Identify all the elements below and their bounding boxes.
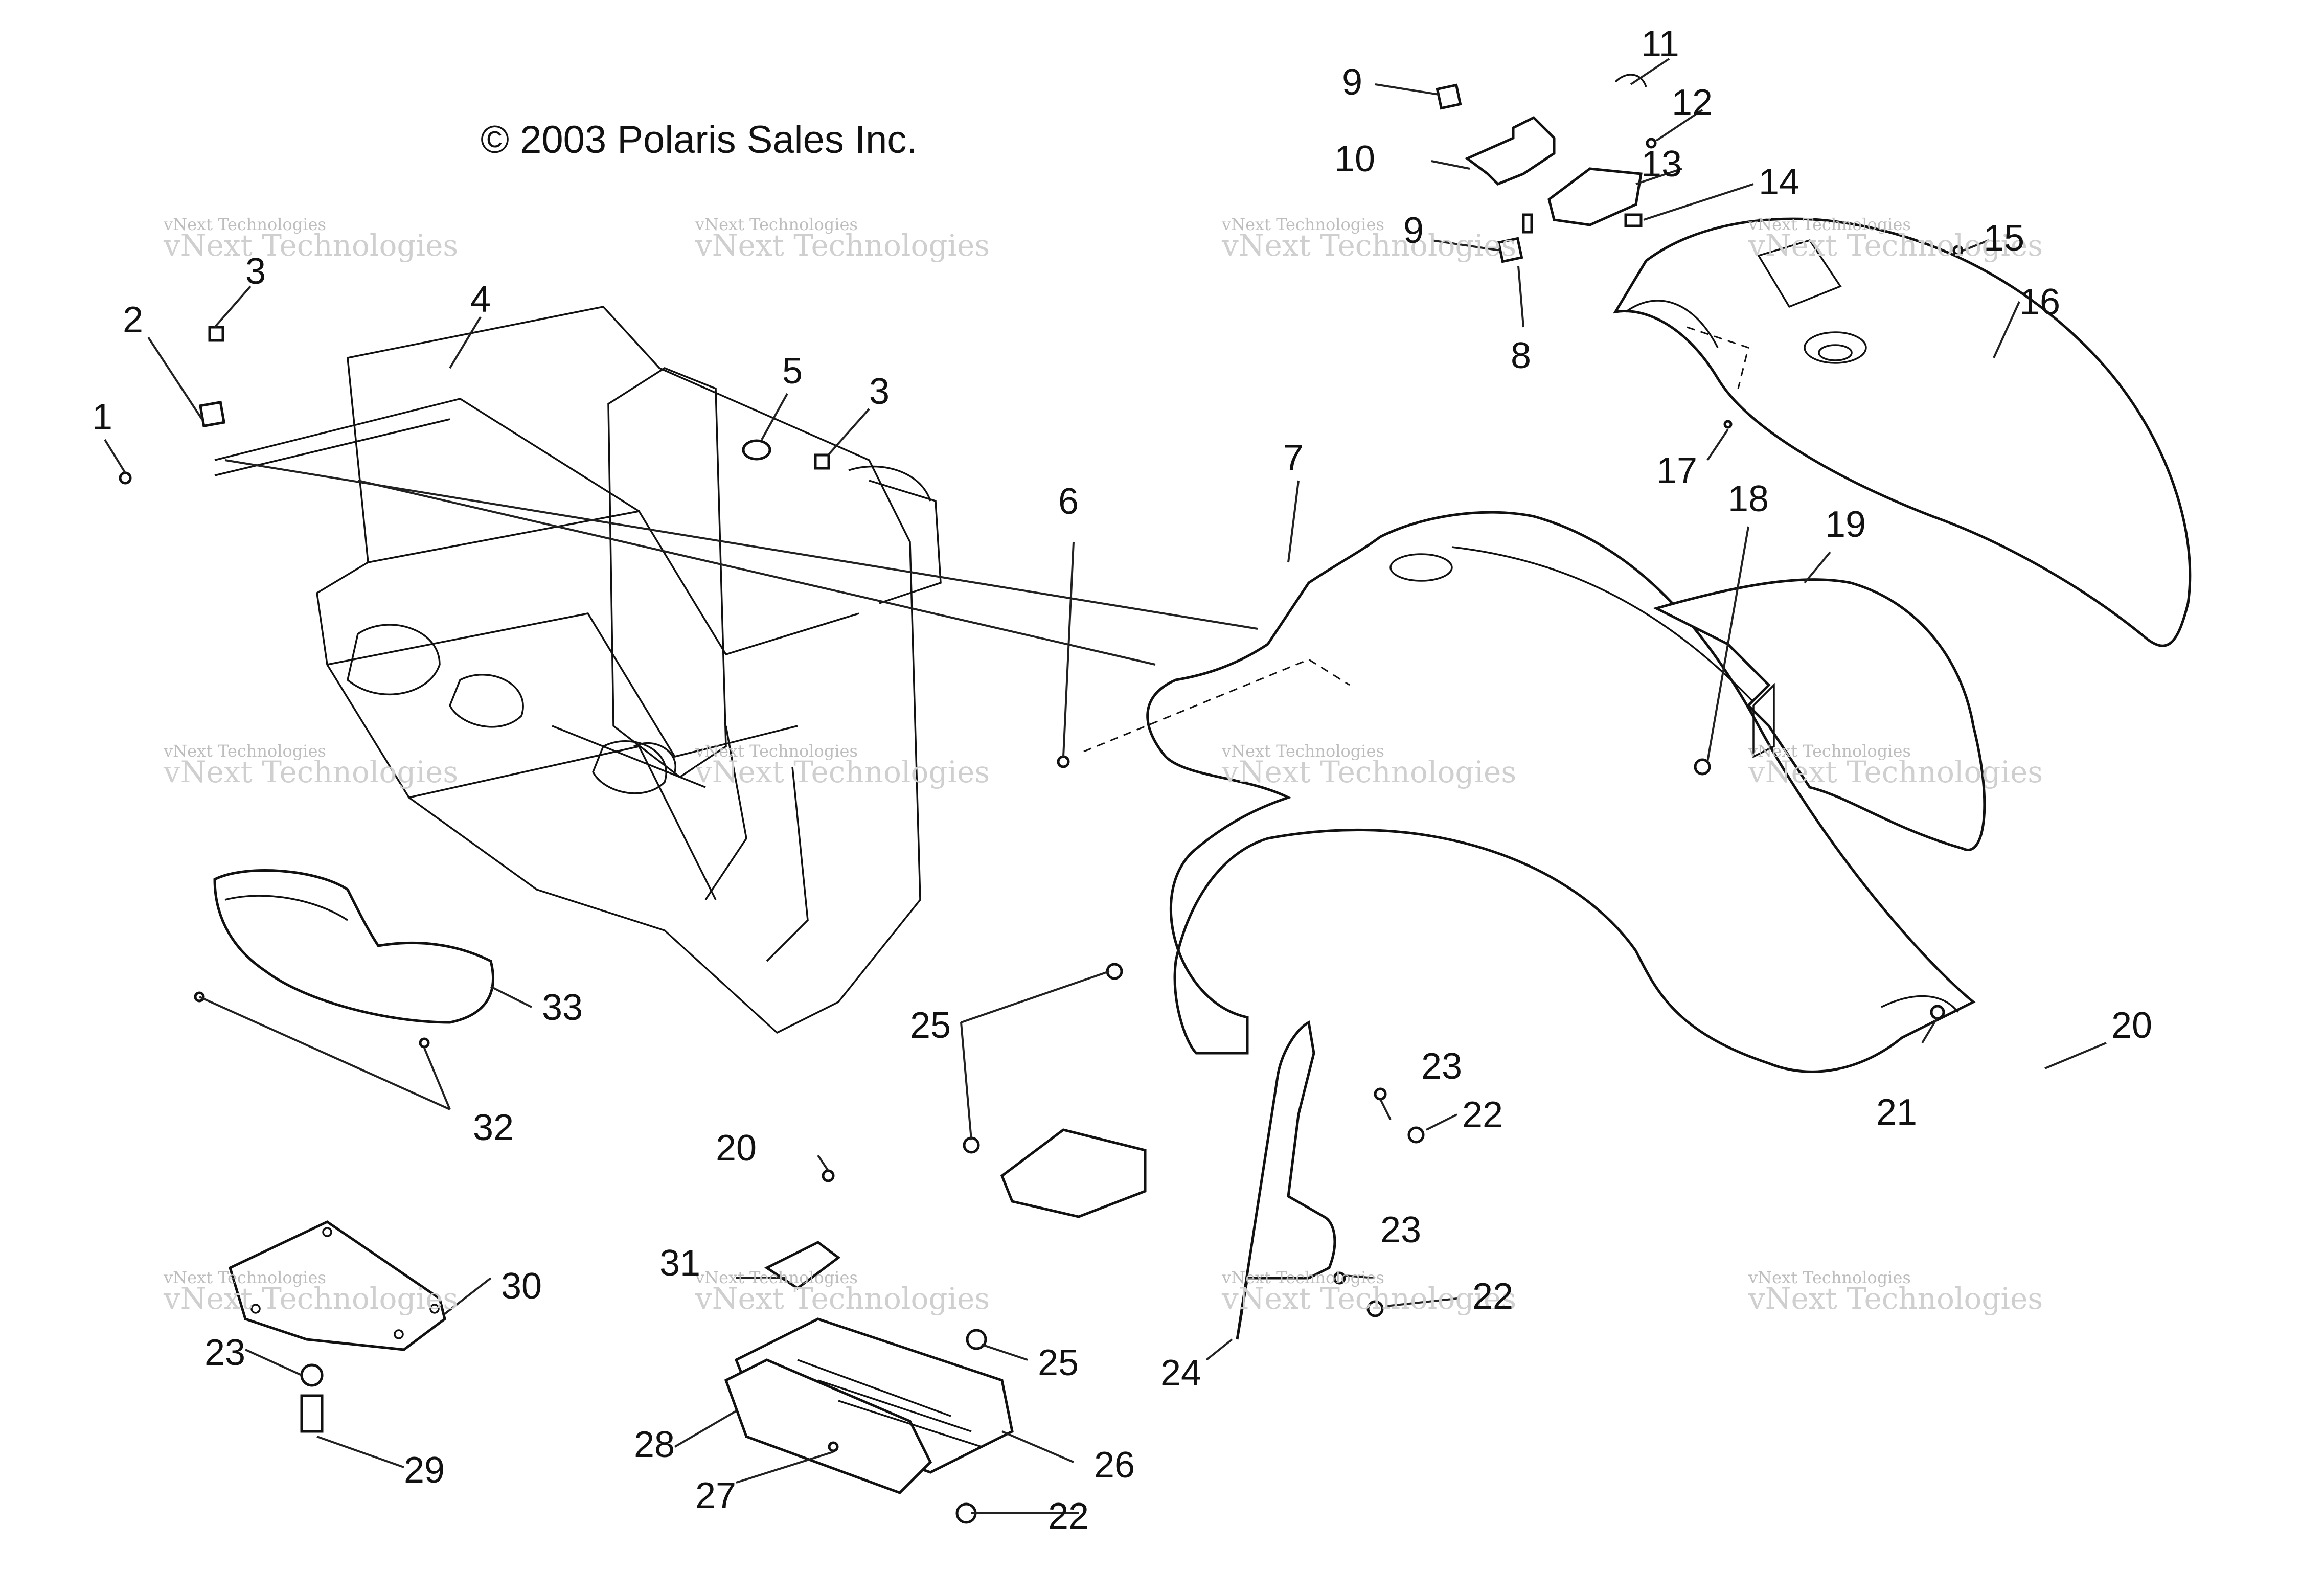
callout-19: 19 [1825,504,1866,545]
front-fender [1083,511,1976,1073]
callout-4: 4 [470,279,491,320]
callout-18: 18 [1728,479,1769,519]
callout-20: 20 [2111,1005,2153,1046]
mud-flap [1236,1020,1336,1340]
callout-10: 10 [1334,139,1376,179]
callout-30: 30 [501,1266,542,1307]
callout-25: 25 [1038,1342,1079,1383]
leader-lines [104,58,2107,1514]
callout-32: 32 [473,1107,514,1148]
copyright-notice: © 2003 Polaris Sales Inc. [481,118,918,162]
callout-9: 9 [1403,210,1424,251]
callout-23: 23 [1380,1210,1422,1250]
callout-7: 7 [1283,438,1304,479]
callout-6: 6 [1058,481,1079,522]
skid-plate [228,1220,446,1433]
callout-20: 20 [716,1128,757,1169]
callout-3: 3 [869,371,890,412]
callout-33: 33 [542,987,583,1028]
callout-16: 16 [2019,282,2061,323]
callout-27: 27 [695,1475,737,1516]
callout-11: 11 [1641,24,1679,64]
callout-21: 21 [1876,1092,1918,1133]
callout-31: 31 [659,1243,701,1284]
rear-fender [1613,217,2192,647]
callout-29: 29 [404,1450,445,1491]
callout-23: 23 [204,1332,246,1373]
tail-light-assembly [1436,74,1657,263]
callout-23: 23 [1421,1046,1463,1087]
callout-1: 1 [92,397,113,438]
callout-28: 28 [634,1424,675,1465]
footrest [724,1128,1147,1494]
inner-fender [1653,578,1986,851]
fasteners [119,245,1964,1524]
callout-14: 14 [1759,162,1800,202]
callout-12: 12 [1672,82,1713,123]
frame-assembly [214,306,942,1034]
callout-5: 5 [782,351,803,392]
callout-22: 22 [1048,1496,1089,1537]
callout-22: 22 [1472,1276,1514,1317]
callout-8: 8 [1511,335,1532,376]
callout-25: 25 [910,1005,951,1046]
callout-13: 13 [1641,144,1682,185]
callout-3: 3 [245,251,266,292]
callout-9: 9 [1342,62,1363,103]
callout-22: 22 [1462,1095,1503,1135]
callout-15: 15 [1984,218,2025,259]
side-panel [213,869,494,1024]
callout-17: 17 [1656,450,1698,491]
callout-2: 2 [123,300,144,340]
callout-24: 24 [1160,1353,1202,1394]
callout-26: 26 [1094,1445,1135,1486]
